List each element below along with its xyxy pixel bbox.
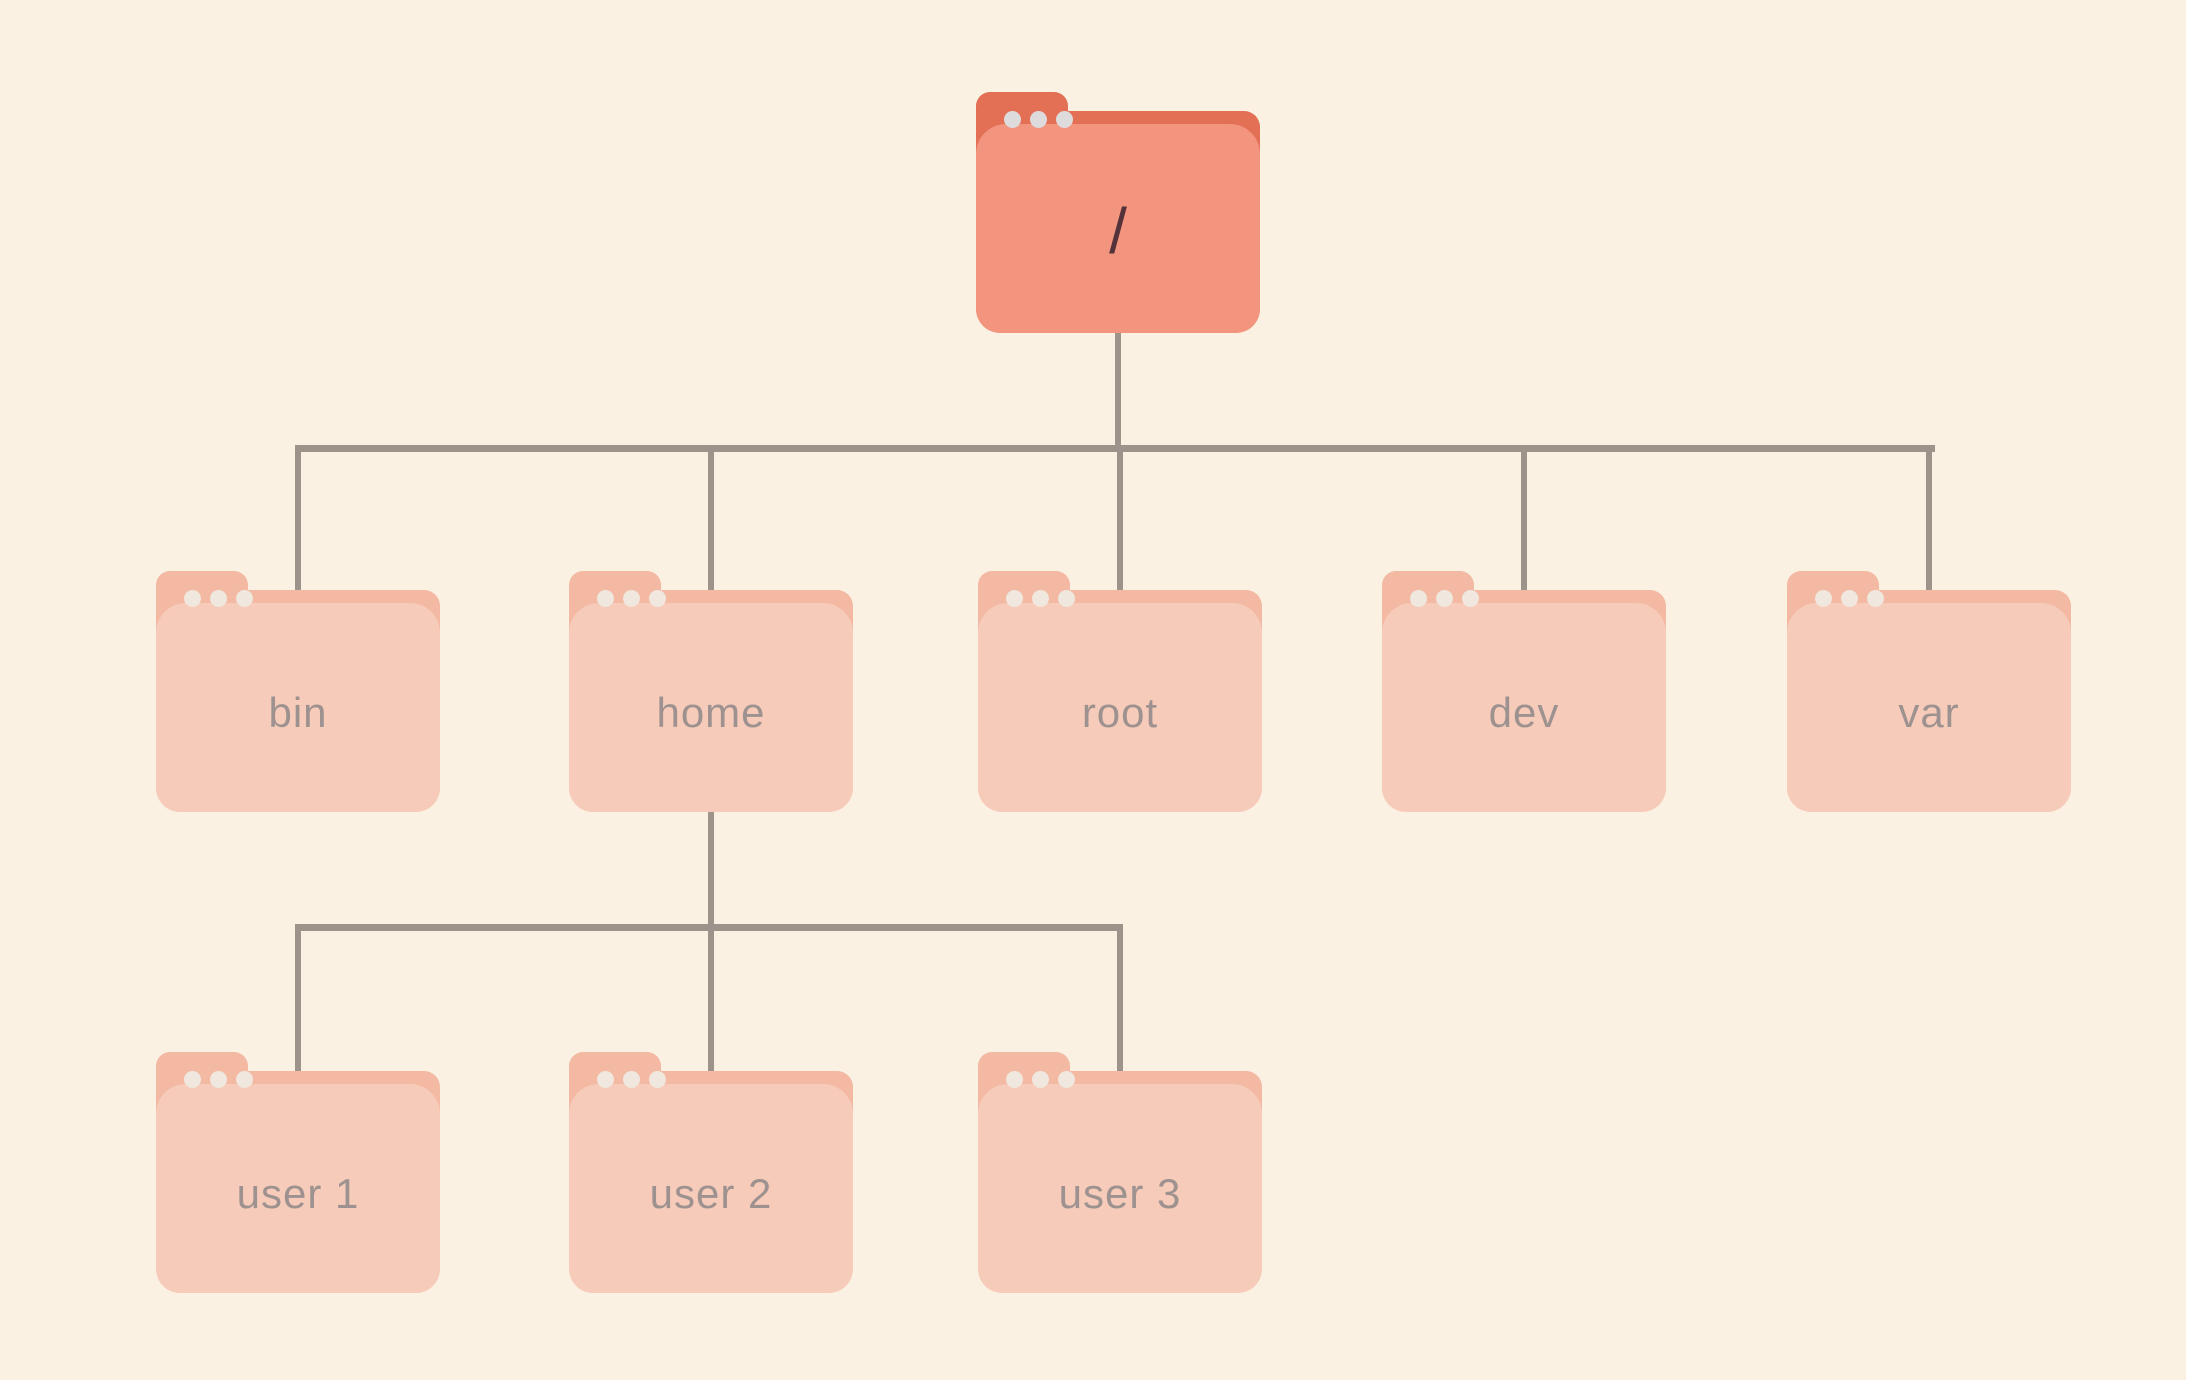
folder-bin: bin (156, 571, 440, 812)
folder-dots-icon (597, 1071, 666, 1088)
folder-label: root (1081, 688, 1159, 736)
folder-front: dev (1382, 603, 1666, 812)
connector-level1-bar (295, 445, 1935, 452)
folder-label: home (656, 688, 766, 736)
folder-dots-icon (1006, 1071, 1075, 1088)
connector-drop-user3 (1117, 924, 1123, 1084)
folder-label: user 1 (236, 1169, 360, 1217)
folder-front: var (1787, 603, 2071, 812)
folder-dots-icon (184, 1071, 253, 1088)
connector-drop-home (708, 445, 714, 605)
folder-label: user 3 (1058, 1169, 1182, 1217)
connector-drop-var (1926, 445, 1932, 605)
folder-front: user 1 (156, 1084, 440, 1293)
folder-front: bin (156, 603, 440, 812)
folder-home: home (569, 571, 853, 812)
folder-dots-icon (1815, 590, 1884, 607)
folder-dots-icon (1004, 111, 1073, 128)
folder-var: var (1787, 571, 2071, 812)
folder-root: / (976, 92, 1260, 333)
folder-label: user 2 (649, 1169, 773, 1217)
folder-dots-icon (184, 590, 253, 607)
folder-label: / (1109, 194, 1127, 267)
folder-root-dir: root (978, 571, 1262, 812)
connector-drop-user1 (295, 924, 301, 1084)
connector-drop-bin (295, 445, 301, 605)
folder-front: user 3 (978, 1084, 1262, 1293)
folder-front: root (978, 603, 1262, 812)
folder-front: user 2 (569, 1084, 853, 1293)
folder-label: bin (268, 688, 328, 736)
connector-drop-user2 (708, 924, 714, 1084)
connector-drop-root-dir (1117, 445, 1123, 605)
connector-home-drop (708, 808, 714, 931)
folder-label: var (1898, 688, 1960, 736)
folder-dots-icon (597, 590, 666, 607)
folder-front: / (976, 124, 1260, 333)
folder-user-2: user 2 (569, 1052, 853, 1293)
connector-root-drop (1115, 328, 1121, 452)
folder-dots-icon (1410, 590, 1479, 607)
folder-front: home (569, 603, 853, 812)
folder-label: dev (1488, 688, 1560, 736)
folder-user-3: user 3 (978, 1052, 1262, 1293)
folder-dots-icon (1006, 590, 1075, 607)
connector-drop-dev (1521, 445, 1527, 605)
folder-dev: dev (1382, 571, 1666, 812)
folder-user-1: user 1 (156, 1052, 440, 1293)
